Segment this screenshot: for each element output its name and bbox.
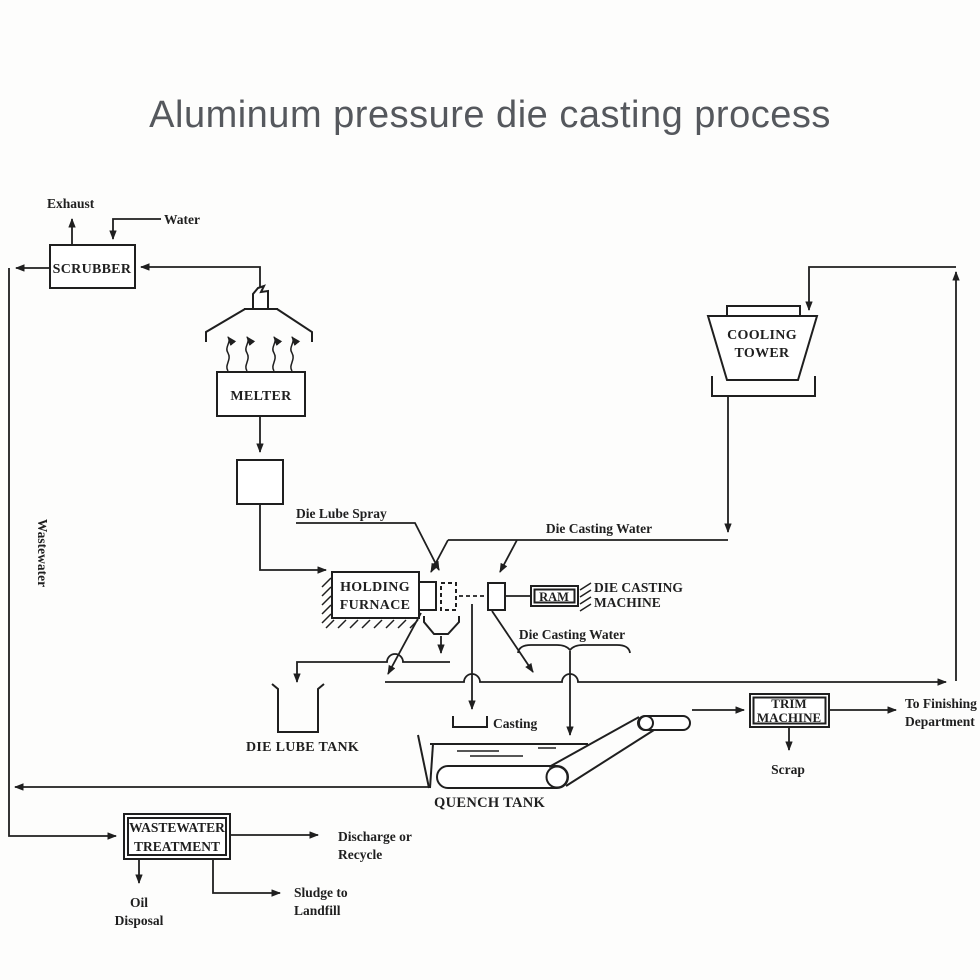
hood-chimney <box>252 284 269 310</box>
transfer-ladle-box <box>236 459 284 505</box>
ladle-to-furnace-line <box>259 504 327 574</box>
die-casting-water-brace <box>517 644 631 654</box>
left-wastewater-main-line <box>8 268 117 840</box>
furnace-nozzle-block <box>418 581 437 611</box>
die-casting-water-drain-label: Die Casting Water <box>519 627 625 642</box>
quench-tank-label: QUENCH TANK <box>434 795 546 811</box>
trim-machine-box <box>749 693 830 728</box>
holding-furnace-label-1: HOLDING <box>340 580 410 595</box>
trim-machine-label-2: MACHINE <box>757 710 821 725</box>
cooling-tower-shape <box>706 305 819 397</box>
ram-box-outer <box>530 585 579 607</box>
casting-tray <box>452 716 488 728</box>
drain-collection-line <box>385 673 947 686</box>
trim-machine-label-1: TRIM <box>771 696 806 711</box>
page-title: Aluminum pressure die casting process <box>149 94 831 136</box>
cooling-tower-body <box>706 315 819 381</box>
water-label: Water <box>164 212 200 227</box>
hood-to-scrubber-line <box>140 263 261 290</box>
water-ripples <box>457 747 556 757</box>
supply-branch-plunger <box>499 539 518 573</box>
die-casting-machine-label-2: MACHINE <box>594 595 661 610</box>
conveyor-upper-roller <box>638 715 654 731</box>
discharge-label-1: Discharge or <box>338 829 412 844</box>
cooling-tower-top-plate <box>726 305 801 317</box>
scrubber-box <box>49 244 136 289</box>
oil-label-2: Disposal <box>115 913 164 928</box>
plunger-block <box>487 582 506 611</box>
ram-box-inner <box>533 588 576 604</box>
exhaust-label: Exhaust <box>47 196 95 211</box>
conveyor-lower-roller <box>545 765 569 789</box>
furnace-hatching <box>321 577 419 629</box>
trim-machine-box-inner <box>752 696 827 725</box>
holding-furnace-label-2: FURNACE <box>340 598 411 613</box>
cooling-tower-label-2: TOWER <box>735 346 791 361</box>
melter-box <box>216 371 306 417</box>
wastewater-treatment-label-1: WASTEWATER <box>129 820 225 835</box>
labels: Exhaust Water SCRUBBER MELTER Wastewater… <box>35 196 977 928</box>
scrubber-label: SCRUBBER <box>53 262 132 277</box>
to-finishing-label-2: Department <box>905 714 975 729</box>
die-lube-tank-label: DIE LUBE TANK <box>246 740 359 755</box>
wastewater-treatment-box <box>123 813 231 860</box>
ram-label: RAM <box>539 590 569 604</box>
casting-label: Casting <box>493 716 538 731</box>
to-finishing-label-1: To Finishing <box>905 696 977 711</box>
equipment-shapes <box>49 244 830 860</box>
sludge-label-1: Sludge to <box>294 885 348 900</box>
plunger-drain-diagonal <box>491 610 534 673</box>
oil-label-1: Oil <box>130 895 148 910</box>
cooling-loop-top-line <box>805 266 956 311</box>
die-lube-spray-line <box>296 522 440 571</box>
fume-hood <box>205 284 313 342</box>
discharge-label-2: Recycle <box>338 847 382 862</box>
supply-branch-cover-die <box>430 539 449 573</box>
ram-anchor-hatching <box>579 582 592 612</box>
wwt-sludge-line <box>212 859 281 897</box>
melter-fume-arrows <box>226 336 301 372</box>
sludge-label-2: Landfill <box>294 903 341 918</box>
lube-catch-funnel <box>423 616 460 635</box>
die-halves-dashed <box>440 582 457 611</box>
die-lube-return-line <box>293 653 450 683</box>
wastewater-label: Wastewater <box>35 519 50 587</box>
scrap-label: Scrap <box>771 762 805 777</box>
cooling-tower-basin <box>711 376 816 397</box>
die-lube-spray-label: Die Lube Spray <box>296 506 387 521</box>
cooling-tower-label-1: COOLING <box>727 328 797 343</box>
wastewater-treatment-box-inner <box>127 817 227 856</box>
melter-label: MELTER <box>230 389 292 404</box>
die-casting-water-supply-label: Die Casting Water <box>546 521 652 536</box>
die-lube-tank-shape <box>271 683 325 733</box>
quench-tank-shape <box>417 734 588 789</box>
die-casting-machine-label-1: DIE CASTING <box>594 580 683 595</box>
conveyor <box>436 715 691 789</box>
flow-lines <box>8 218 960 897</box>
wastewater-treatment-label-2: TREATMENT <box>134 839 220 854</box>
water-feed-line <box>109 218 161 240</box>
